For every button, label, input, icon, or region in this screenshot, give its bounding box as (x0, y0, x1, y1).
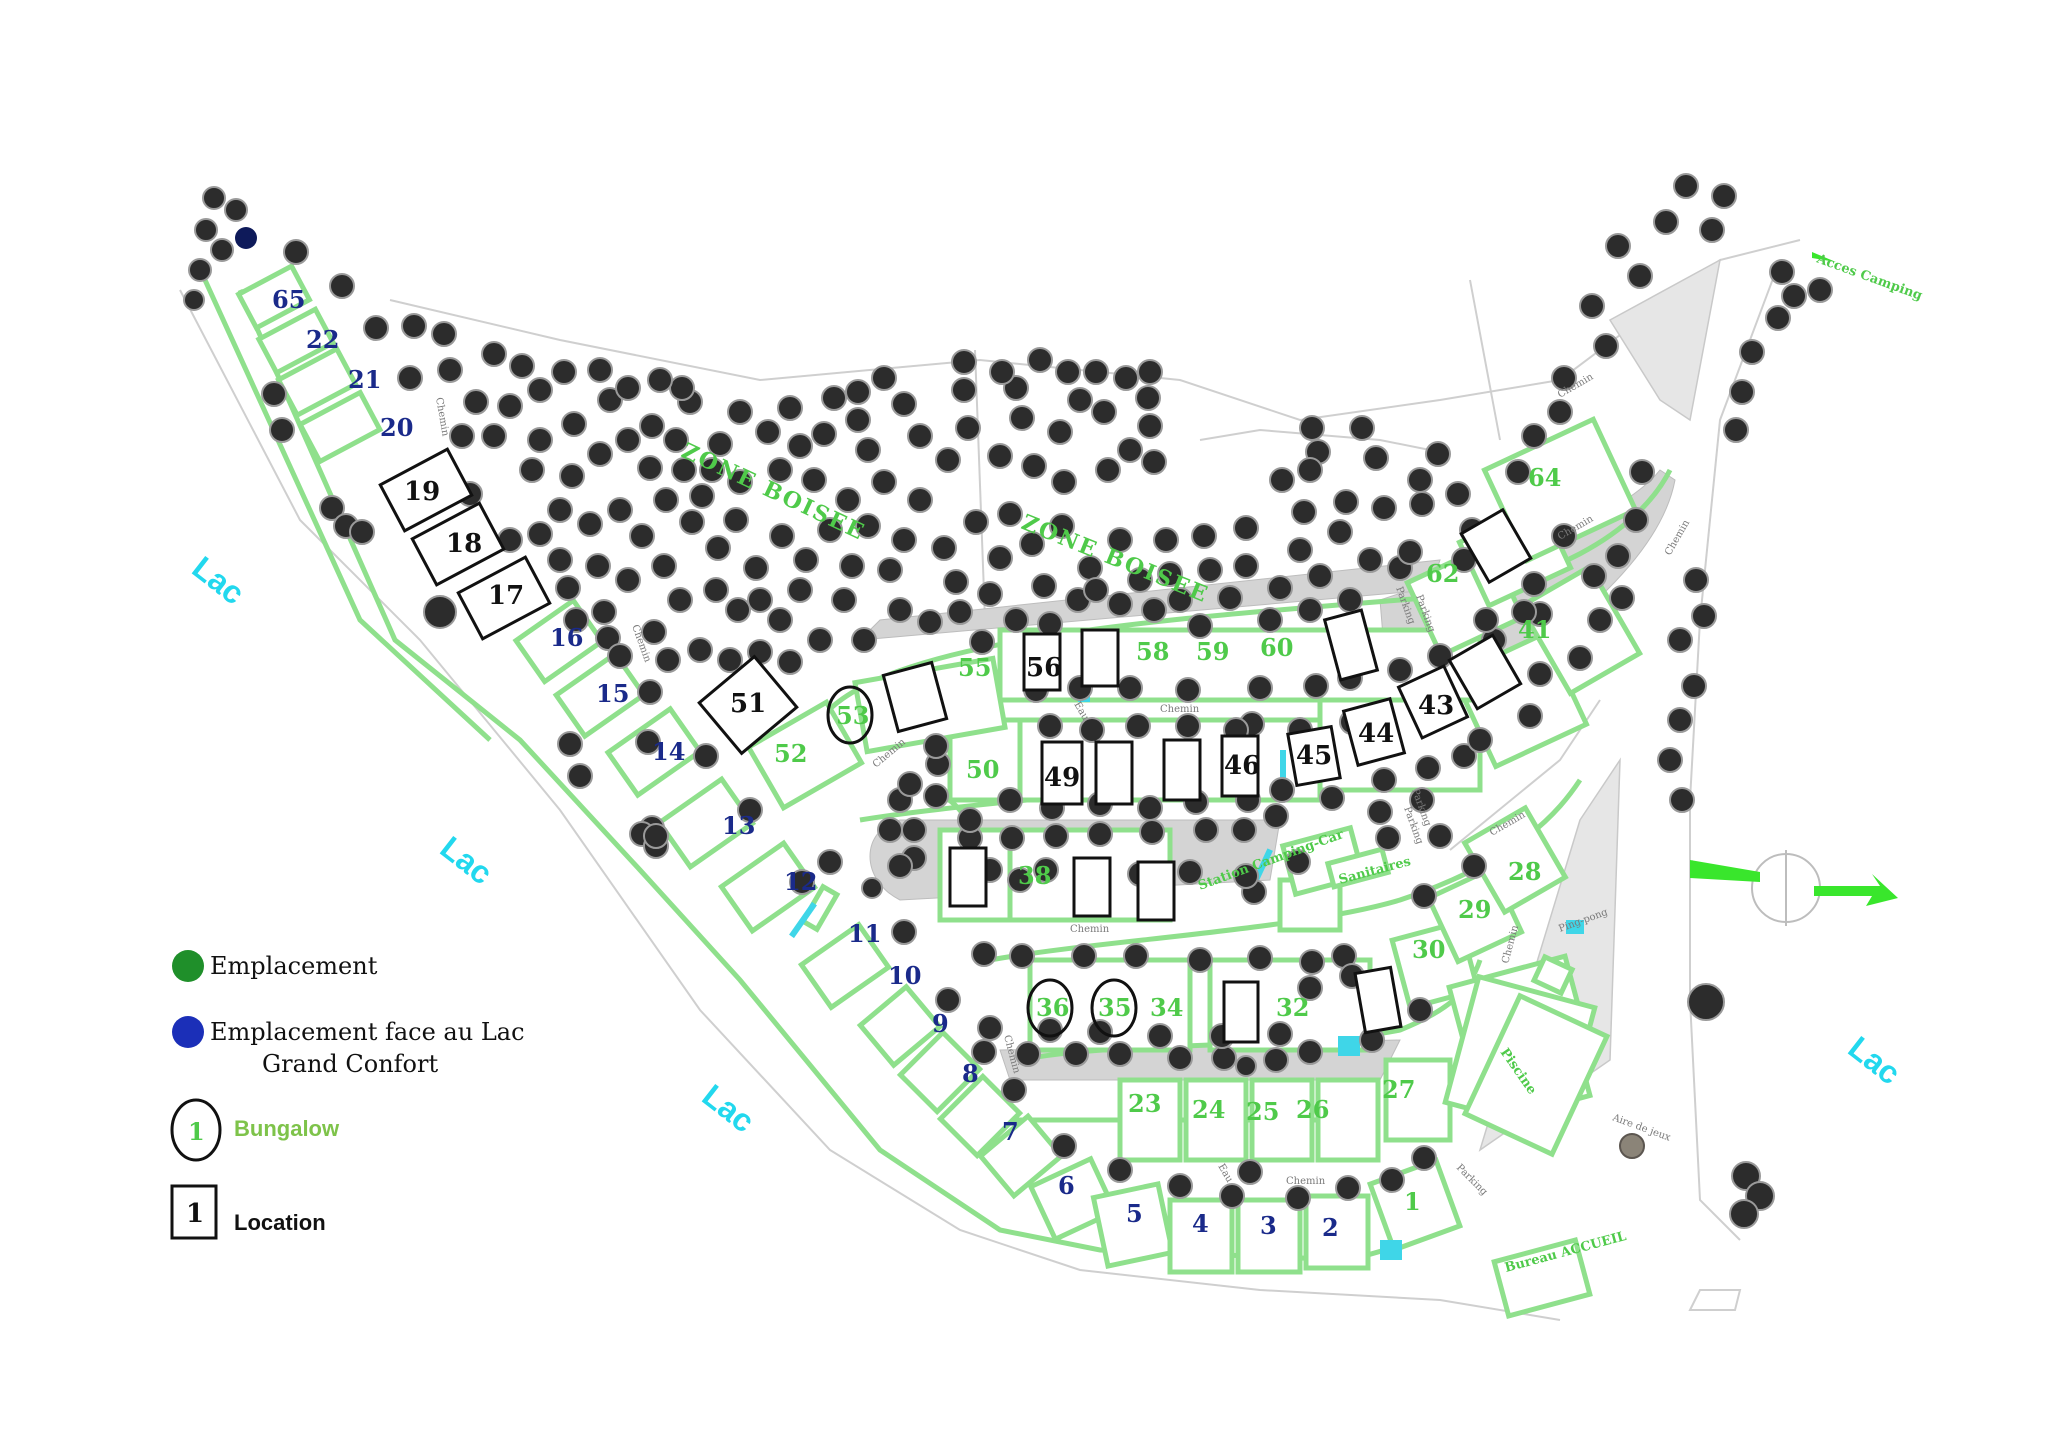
plot-number: 65 (272, 285, 305, 314)
location-number: 49 (1044, 763, 1080, 793)
lakeside-plot-numbers: 65 22 21 20 16 15 14 13 12 11 10 9 8 7 6… (272, 285, 1339, 1242)
location-number: 45 (1296, 741, 1332, 771)
legend-location-symbol: 1 (186, 1199, 204, 1229)
lake-label: Lac (1842, 1029, 1908, 1091)
plot-number: 21 (348, 365, 381, 394)
plot-number: 3 (1260, 1211, 1277, 1240)
plot-number: 64 (1528, 463, 1561, 492)
plot-number: 24 (1192, 1095, 1225, 1124)
legend-face-lac-line1: Emplacement face au Lac (210, 1018, 525, 1046)
plot-number: 15 (596, 679, 629, 708)
location-number: 18 (446, 529, 482, 559)
location-number: 43 (1418, 691, 1454, 721)
legend: Emplacement Emplacement face au Lac Gran… (170, 950, 525, 1240)
bungalow-number: 35 (1098, 993, 1131, 1022)
lake-label: Lac (186, 549, 252, 611)
plot-number: 58 (1136, 637, 1169, 666)
location-number: 17 (488, 581, 524, 611)
location-number: 56 (1026, 653, 1062, 683)
emplacement-swatch (172, 950, 204, 982)
plot-number: 32 (1276, 993, 1309, 1022)
plot-number: 20 (380, 413, 413, 442)
plot-number: 4 (1192, 1209, 1209, 1238)
plot-number: 8 (962, 1059, 979, 1088)
location-boxes (378, 447, 1533, 1044)
plot-number: 34 (1150, 993, 1183, 1022)
plot-number: 7 (1002, 1117, 1019, 1146)
location-number: 44 (1358, 719, 1394, 749)
location-number: 19 (404, 477, 440, 507)
legend-emplacement: Emplacement (210, 952, 378, 980)
plot-number: 29 (1458, 895, 1491, 924)
location-numbers: 19 18 17 51 56 49 46 45 44 43 (404, 477, 1454, 793)
bungalow-symbol (170, 1098, 222, 1162)
plot-number: 50 (966, 755, 999, 784)
chemin-label: Chemin (1286, 1176, 1326, 1187)
lake-label: Lac (696, 1077, 762, 1139)
chemin-label: Chemin (1663, 518, 1692, 558)
eau-label: Eau (1215, 1162, 1235, 1185)
plot-number: 5 (1126, 1199, 1143, 1228)
legend-bungalow: Bungalow (234, 1116, 340, 1141)
plot-number: 30 (1412, 935, 1445, 964)
plot-number: 10 (888, 961, 921, 990)
plot-number: 16 (550, 623, 583, 652)
plot-number: 52 (774, 739, 807, 768)
plot-number: 13 (722, 811, 755, 840)
chemin-label: Chemin (1160, 704, 1200, 715)
plot-number: 60 (1260, 633, 1293, 662)
plot-number: 62 (1426, 559, 1459, 588)
face-lac-swatch (172, 1016, 204, 1048)
plot-number: 22 (306, 325, 339, 354)
bungalow-number: 36 (1036, 993, 1069, 1022)
legend-bungalow-symbol: 1 (188, 1117, 205, 1146)
location-number: 51 (730, 689, 766, 719)
plot-number: 28 (1508, 857, 1541, 886)
plot-number: 38 (1018, 861, 1051, 890)
legend-location: Location (234, 1210, 326, 1235)
parking-label: Parking (1454, 1162, 1490, 1198)
legend-face-lac-line2: Grand Confort (262, 1050, 438, 1078)
chemin-label: Chemin (1070, 924, 1110, 935)
plot-number: 6 (1058, 1171, 1075, 1200)
plot-number: 11 (848, 919, 881, 948)
plot-number: 9 (932, 1009, 949, 1038)
plot-number: 12 (784, 867, 817, 896)
plot-number: 55 (958, 653, 991, 682)
plot-number: 2 (1322, 1213, 1339, 1242)
bungalow-number: 53 (836, 701, 869, 730)
plot-number: 41 (1518, 615, 1551, 644)
plot-number: 1 (1404, 1187, 1421, 1216)
plot-number: 14 (652, 737, 685, 766)
plot-number: 25 (1246, 1097, 1279, 1126)
plot-number: 23 (1128, 1089, 1161, 1118)
trees (183, 173, 1833, 1229)
playground-icon (1619, 1133, 1645, 1159)
compass-arrow (1690, 850, 1898, 926)
location-symbol (170, 1184, 218, 1240)
bungalow-ovals (826, 685, 1138, 1038)
lake-label: Lac (434, 829, 500, 891)
location-number: 46 (1224, 751, 1260, 781)
plot-number: 26 (1296, 1095, 1329, 1124)
plot-number: 27 (1382, 1075, 1415, 1104)
plot-number: 59 (1196, 637, 1229, 666)
green-plot-numbers: 64 62 41 60 59 58 55 52 50 38 34 23 24 2… (774, 463, 1561, 1216)
access-arrow-icon (1812, 252, 1836, 262)
bungalow-numbers: 53 36 35 (836, 701, 1131, 1022)
chemin-label: Chemin (433, 397, 451, 438)
